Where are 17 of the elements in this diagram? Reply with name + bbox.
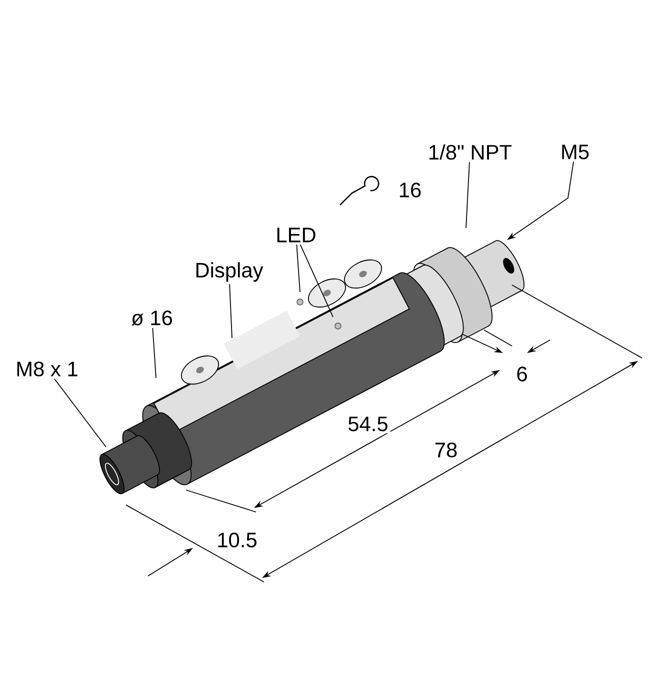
leader-line (300, 244, 334, 318)
leader-line (152, 327, 156, 378)
leader-line (296, 244, 300, 292)
dimension-label: 54.5 (346, 414, 390, 434)
callout-label: M5 (562, 144, 589, 160)
leader-line (229, 284, 232, 338)
dimension-label: 10.5 (214, 530, 260, 550)
leader-line (54, 378, 106, 448)
callout-label: ø 16 (132, 310, 172, 326)
callout-label: 1/8" NPT (430, 144, 512, 160)
callout-label: LED (277, 228, 316, 242)
callout-label: Display (196, 262, 264, 282)
leader-line (466, 162, 470, 228)
dimension-label: 78 (432, 440, 460, 460)
dimension-label: 16 (396, 180, 424, 200)
callout-label: M8 x 1 (17, 362, 78, 376)
dimension-label: 6 (514, 364, 530, 384)
